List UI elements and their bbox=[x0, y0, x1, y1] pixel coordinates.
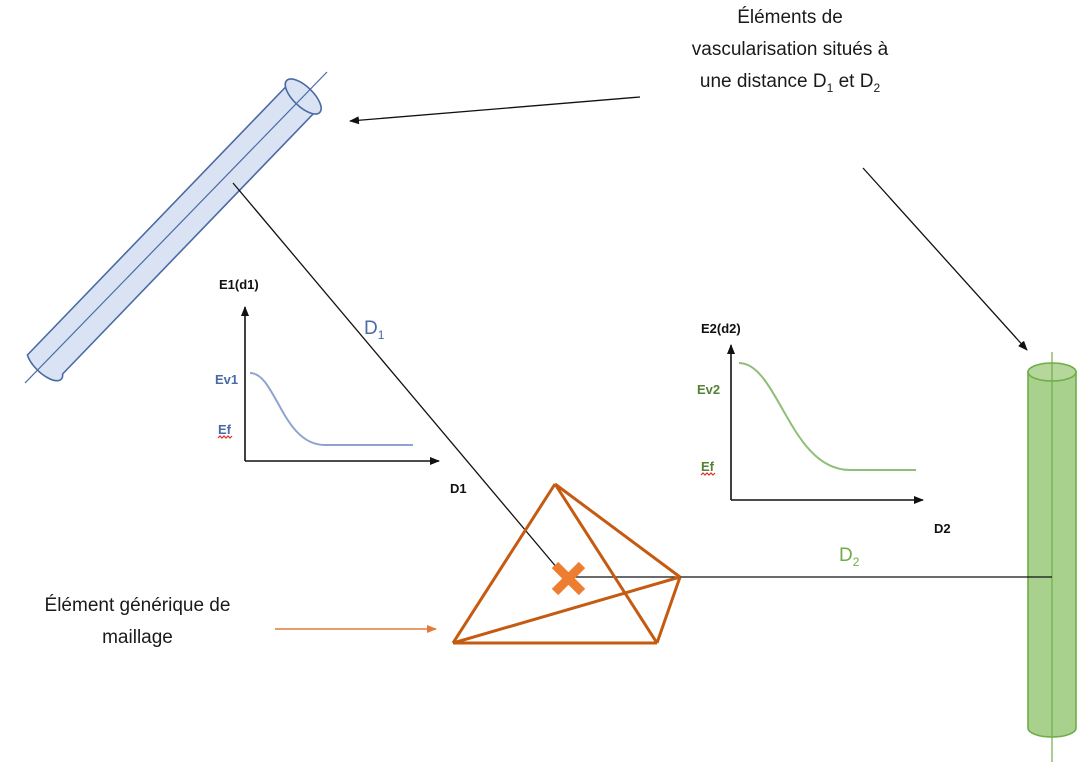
graph-1: E1(d1) D1 Ev1 Ef bbox=[215, 277, 467, 496]
distance-label-d2: D2 bbox=[839, 545, 860, 569]
vessel-1-axis bbox=[24, 71, 328, 384]
mesh-edge bbox=[554, 482, 681, 579]
vessels-callout-line-1: Éléments de bbox=[737, 7, 843, 28]
mesh-edge bbox=[553, 483, 659, 644]
callout-arrow-to-vessel-1 bbox=[349, 96, 641, 125]
graph-2-low-label: Ef bbox=[701, 459, 715, 474]
graph-2-y-label: E2(d2) bbox=[701, 321, 741, 336]
vessel-1-cylinder bbox=[24, 71, 328, 384]
graph-1-x-label: D1 bbox=[450, 481, 467, 496]
mesh-element-tetrahedron bbox=[451, 482, 682, 645]
mesh-edge bbox=[655, 576, 682, 644]
vessels-callout-line-3: une distance D1 et D2 bbox=[699, 71, 881, 95]
vessels-callout-text: Éléments de vascularisation situés à une… bbox=[630, 2, 950, 104]
graph-2: E2(d2) D2 Ev2 Ef bbox=[697, 321, 951, 536]
distance-label-d1: D1 bbox=[364, 318, 385, 342]
vessel-1-body bbox=[26, 86, 322, 382]
graph-2-x-label: D2 bbox=[934, 521, 951, 536]
mesh-callout-line-1: Élément générique de bbox=[44, 595, 231, 616]
mesh-callout-text: Élément générique de maillage bbox=[0, 590, 275, 654]
callout-arrow-to-vessel-2 bbox=[862, 167, 1028, 351]
graph-1-low-label: Ef bbox=[218, 422, 232, 437]
graph-1-high-label: Ev1 bbox=[215, 372, 238, 387]
mesh-callout-line-2: maillage bbox=[102, 627, 173, 648]
distance-line-d1 bbox=[232, 182, 564, 576]
vessels-callout-line-2: vascularisation situés à bbox=[691, 39, 889, 60]
graph-1-y-label: E1(d1) bbox=[219, 277, 259, 292]
graph-2-high-label: Ev2 bbox=[697, 382, 720, 397]
graph-1-curve bbox=[249, 372, 413, 446]
mesh-edge bbox=[451, 483, 557, 644]
mesh-edge bbox=[452, 575, 681, 645]
point-marker-icon bbox=[551, 561, 586, 596]
vessel-2-cylinder bbox=[1027, 352, 1077, 762]
graph-1-spellcheck-squiggle bbox=[217, 435, 233, 439]
graph-2-curve bbox=[738, 362, 916, 471]
graph-2-spellcheck-squiggle bbox=[700, 472, 716, 476]
